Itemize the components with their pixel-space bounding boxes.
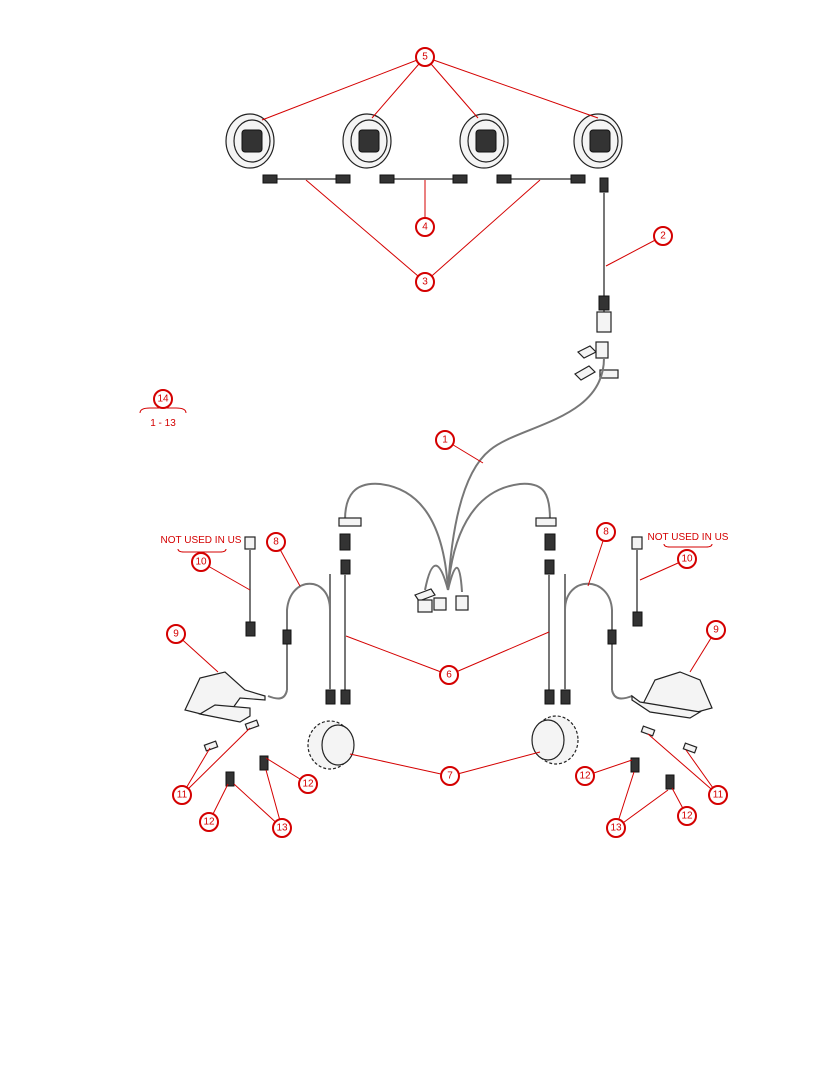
not-used-in-us-left: NOT USED IN US [161,535,242,546]
svg-text:4: 4 [422,222,428,233]
svg-text:12: 12 [681,811,693,822]
not-used-in-us-right: NOT USED IN US [648,532,729,543]
callout-3: 3 [415,272,435,292]
callout-11-left: 11 [172,785,192,805]
callout-6: 6 [439,665,459,685]
callout-13-left: 13 [272,818,292,838]
svg-text:12: 12 [579,771,591,782]
callout-8-left: 8 [266,532,286,552]
svg-text:10: 10 [195,557,207,568]
svg-text:3: 3 [422,277,428,288]
loop-harnesses [267,582,633,700]
callout-2: 2 [653,226,673,246]
light-pod-4 [573,113,623,169]
svg-text:8: 8 [273,537,279,548]
callout-14: 14 [153,389,173,409]
callout-11-right: 11 [708,785,728,805]
kit-range-label: 1 - 13 [150,418,176,429]
callout-10-left: 10 [191,552,211,572]
svg-text:12: 12 [302,779,314,790]
callout-12-right-lower: 12 [677,806,697,826]
svg-text:9: 9 [713,625,719,636]
svg-text:13: 13 [276,823,288,834]
svg-text:5: 5 [422,52,428,63]
pod-jumper-harnesses [262,174,586,184]
light-pod-3 [459,113,509,169]
top-lights [225,113,623,169]
svg-text:9: 9 [173,629,179,640]
extension-harness [596,177,612,333]
callout-10-right: 10 [677,549,697,569]
lamp-assemblies [307,715,579,770]
light-pod-2 [342,113,392,169]
main-harness [338,341,619,613]
callout-12-left-upper: 12 [298,774,318,794]
svg-text:13: 13 [610,823,622,834]
svg-text:8: 8 [603,527,609,538]
svg-text:6: 6 [446,670,452,681]
fasteners [203,719,698,790]
svg-text:12: 12 [203,817,215,828]
svg-text:7: 7 [447,771,453,782]
svg-text:14: 14 [157,394,169,405]
svg-text:11: 11 [713,790,724,801]
callout-5: 5 [415,47,435,67]
callout-8-right: 8 [596,522,616,542]
svg-text:2: 2 [660,231,666,242]
svg-text:10: 10 [681,554,693,565]
callout-13-right: 13 [606,818,626,838]
svg-text:1: 1 [442,435,448,446]
svg-text:11: 11 [177,790,188,801]
callout-9-right: 9 [706,620,726,640]
callout-1: 1 [435,430,455,450]
callout-12-right-upper: 12 [575,766,595,786]
spare-harnesses [244,536,643,637]
callout-4: 4 [415,217,435,237]
callout-12-left-lower: 12 [199,812,219,832]
mounting-brackets [184,671,713,723]
light-pod-1 [225,113,275,169]
callout-9-left: 9 [166,624,186,644]
callout-7: 7 [440,766,460,786]
